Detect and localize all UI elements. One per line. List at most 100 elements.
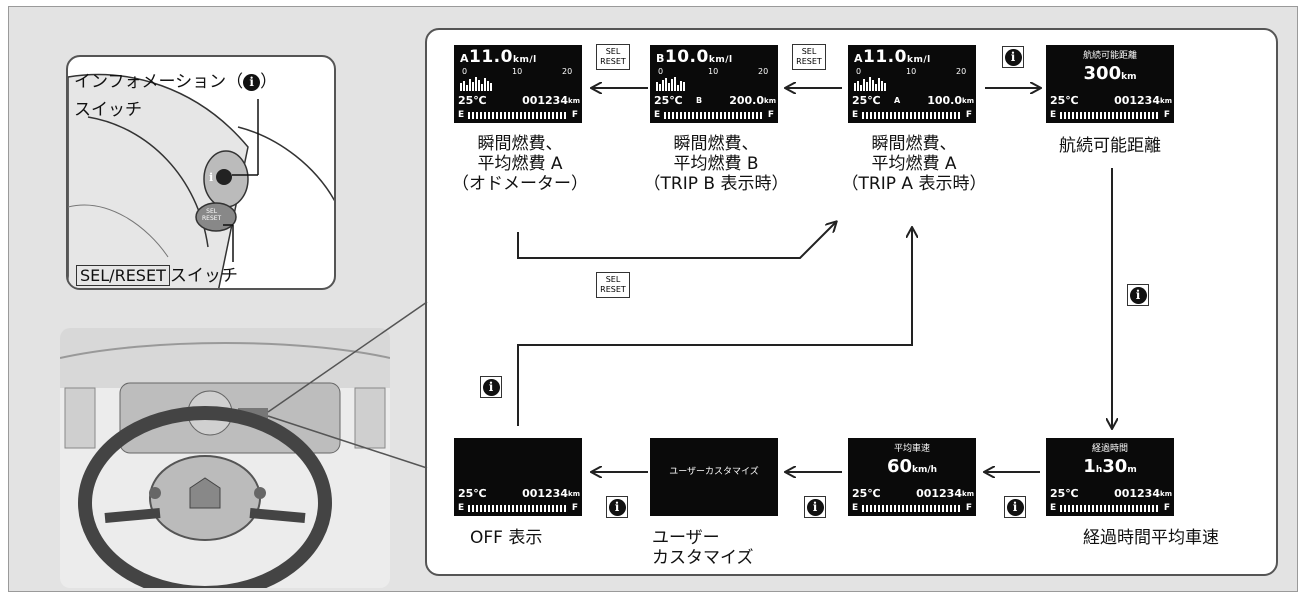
temperature: 25℃ [852,94,881,107]
label-line: （TRIP A 表示時） [841,174,987,194]
sel-text: SEL [605,275,621,284]
odometer-unit: km [1160,490,1172,498]
fuel-f: F [1163,110,1170,120]
cockpit-illustration [60,328,390,588]
odometer-unit: km [568,490,580,498]
label-line: 平均燃費 B [673,154,759,174]
trip-value: 200.0 [729,94,764,107]
scale-tick: 20 [758,67,769,76]
fuel-bar-graph [854,77,886,91]
screen-header: 航続可能距離 [1082,51,1137,61]
scale-tick: 10 [708,67,719,76]
label-trip-b: 瞬間燃費、 平均燃費 B （TRIP B 表示時） [636,134,796,194]
avg-speed-value: 60 [886,456,912,477]
screen-header: 平均車速 [893,444,930,454]
label-line: （TRIP B 表示時） [643,174,789,194]
label-line: カスタマイズ [652,548,754,568]
fuel-f: F [767,110,774,120]
trip-prefix: A [460,52,470,65]
sel-text: SEL [801,47,817,56]
info-switch-label: インフォメーション（i） [74,67,277,92]
steering-spoke-illustration [68,73,334,288]
minutes-value: 30 [1102,456,1128,477]
odometer-unit: km [1160,97,1172,105]
screen-header: 経過時間 [1091,444,1128,454]
fuel-f: F [965,503,972,513]
info-icon: i [482,378,500,396]
fuel-bar-graph [656,77,685,91]
avg-speed-unit: km/h [912,465,938,475]
switch-sel-reset-mark: SEL RESET [202,208,221,222]
scale-tick: 10 [906,67,917,76]
reset-text: RESET [600,285,626,294]
label-odometer: 瞬間燃費、 平均燃費 A （オドメーター） [440,134,600,194]
odometer-value: 001234 [522,94,568,107]
label-line: （オドメーター） [452,174,588,194]
scale-tick: 20 [956,67,967,76]
fuel-f: F [965,110,972,120]
label-line: 瞬間燃費、 [871,134,957,154]
info-button-icon: i [804,496,826,518]
info-button-icon: i [1002,46,1024,68]
temperature: 25℃ [1050,94,1079,107]
fuel-f: F [571,110,578,120]
fuel-e: E [852,503,859,513]
reset-text: RESET [600,57,626,66]
fuel-e: E [852,110,859,120]
instant-fuel-value: 11.0 [863,47,907,67]
temperature: 25℃ [458,487,487,500]
lcd-user-customize: ユーザーカスタマイズ [650,438,778,516]
trip-value: 100.0 [927,94,962,107]
fuel-f: F [571,503,578,513]
info-icon: i [1006,498,1024,516]
customize-text: ユーザーカスタマイズ [669,467,759,477]
sel-text: SEL [605,47,621,56]
temperature: 25℃ [654,94,683,107]
fuel-unit: km/l [708,55,733,65]
range-value: 300 [1083,63,1122,84]
temperature: 25℃ [458,94,487,107]
odometer-unit: km [962,490,974,498]
info-button-icon: i [1004,496,1026,518]
scale-tick: 10 [512,67,523,76]
hours-unit: h [1095,465,1103,475]
info-switch-label-line2: スイッチ [74,100,142,120]
scale-tick: 0 [658,67,664,76]
info-switch-label-text: インフォメーション（ [74,72,244,92]
trip-prefix: B [656,52,665,65]
range-unit: km [1121,72,1137,82]
fuel-e: E [1050,503,1057,513]
info-button-icon: i [1127,284,1149,306]
info-icon: i [243,73,261,91]
temperature: 25℃ [1050,487,1079,500]
fuel-unit: km/l [906,55,931,65]
label-line: 平均燃費 A [477,154,563,174]
temperature: 25℃ [852,487,881,500]
label-user-customize: ユーザー カスタマイズ [652,528,754,568]
fuel-e: E [1050,110,1057,120]
trip-tag: A [894,96,901,105]
label-trip-a: 瞬間燃費、 平均燃費 A （TRIP A 表示時） [834,134,994,194]
fuel-unit: km/l [512,55,537,65]
odometer-value: 001234 [522,487,568,500]
label-off: OFF 表示 [470,528,543,548]
fuel-e: E [458,503,465,513]
info-switch-label-close: ） [260,72,278,92]
label-elapsed-avg-speed: 経過時間平均車速 [1083,528,1219,548]
switch-reset-text: RESET [202,215,222,222]
fuel-e: E [458,110,465,120]
